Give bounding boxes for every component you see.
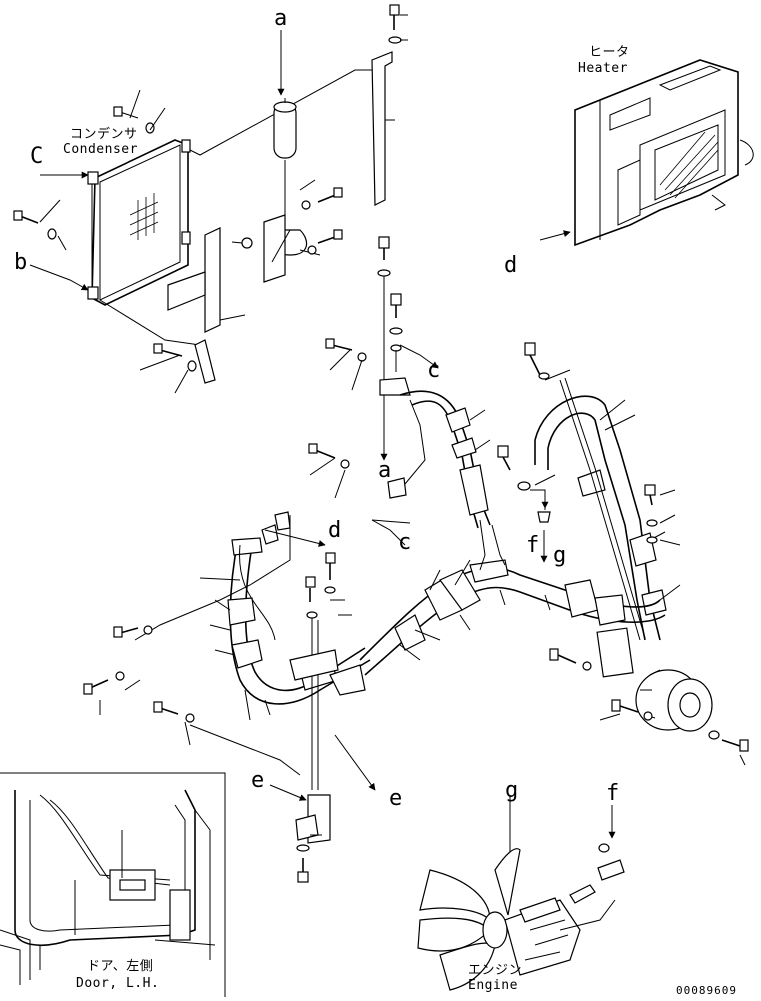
main-hose: [359, 519, 666, 676]
condenser-label-en: Condenser: [63, 142, 138, 157]
upper-hose-routing: [308, 236, 491, 546]
door-inset: [0, 772, 226, 997]
callout-c-right: c: [427, 358, 441, 383]
heater-unit: [539, 59, 754, 247]
callout-g-bottom: g: [505, 778, 519, 803]
callout-d-heater: d: [504, 253, 518, 278]
callout-c-mid: c: [398, 530, 412, 555]
engine-label-en: Engine: [468, 978, 518, 993]
engine-label-jp: エンジン: [468, 963, 523, 978]
callout-a-top: a: [274, 6, 288, 31]
heater-label-en: Heater: [578, 61, 628, 76]
callout-d-mid: d: [328, 518, 342, 543]
receiver-drier: [139, 4, 408, 394]
compressor: [549, 627, 749, 766]
heater-label-jp: ヒータ: [589, 45, 630, 60]
callout-e-right: e: [389, 786, 403, 811]
callout-e-left: e: [251, 768, 265, 793]
condenser-assembly: [13, 69, 380, 346]
door-label-jp: ドア、左側: [87, 959, 154, 974]
left-hoses: [83, 511, 376, 883]
callout-g-mid: g: [553, 543, 567, 568]
door-label-en: Door, L.H.: [76, 976, 160, 991]
compressor-hose: [497, 342, 681, 641]
document-number: 00089609: [676, 984, 737, 997]
callout-b: b: [14, 250, 28, 275]
callout-f-mid: f: [526, 533, 540, 558]
callout-c-left: C: [30, 144, 44, 169]
callout-f-bottom: f: [606, 781, 620, 806]
condenser-label-jp: コンデンサ: [70, 127, 138, 142]
callout-a-mid: a: [378, 458, 392, 483]
engine-inset: [417, 795, 625, 991]
